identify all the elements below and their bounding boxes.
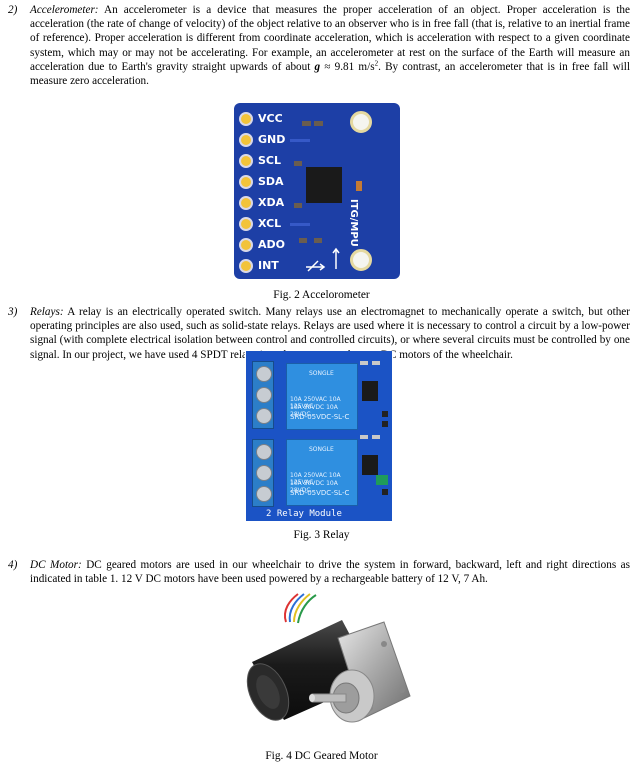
smd-component — [314, 121, 323, 126]
screw-icon — [256, 486, 272, 502]
section-title: DC Motor: — [30, 559, 82, 571]
pin-label-gnd: GND — [258, 133, 286, 146]
section-body-end: . By contrast, an accelerometer that is … — [30, 60, 631, 88]
screw-terminal — [252, 439, 274, 507]
pin-pad — [239, 259, 253, 273]
figure-4-caption: Fig. 4 DC Geared Motor — [265, 750, 378, 762]
header-pin — [382, 489, 388, 495]
relay-rating: 10A 30VDC 10A 28VDC — [290, 404, 338, 418]
pin-label-xcl: XCL — [258, 217, 282, 230]
figure-3-caption: Fig. 3 Relay — [293, 529, 350, 541]
pin-pad — [239, 112, 253, 126]
relay-rating: 10A 30VDC 10A 28VDC — [290, 480, 338, 494]
relay-component: SONGLE 10A 250VAC 10A 125VAC 10A 30VDC 1… — [286, 363, 358, 430]
section-text: Accelerometer: An accelerometer is a dev… — [30, 3, 630, 88]
pin-pad — [239, 133, 253, 147]
pin-label-xda: XDA — [258, 196, 285, 209]
section-number: 4) — [8, 559, 18, 571]
smd-component — [360, 435, 368, 439]
section-number: 3) — [8, 306, 18, 318]
smd-component — [294, 161, 302, 166]
gravity-symbol: g — [314, 60, 321, 73]
relay-component: SONGLE 10A 250VAC 10A 125VAC 10A 30VDC 1… — [286, 439, 358, 506]
board-marking: ITG/MPU — [348, 199, 359, 247]
sensor-chip — [306, 167, 342, 203]
mount-hole — [350, 249, 372, 271]
axis-arrows-icon — [306, 247, 340, 272]
section-body: An accelerometer is a device that measur… — [30, 4, 630, 73]
screw-icon — [256, 444, 272, 460]
relay-brand: SONGLE — [309, 370, 334, 377]
smd-component — [372, 361, 380, 365]
pin-pad — [239, 217, 253, 231]
screw-icon — [256, 387, 272, 403]
smd-component — [314, 238, 322, 243]
relay-rating: 10A 250VAC 10A 125VAC — [290, 472, 341, 486]
smd-component — [360, 361, 368, 365]
accelerometer-pcb: VCC GND SCL SDA XDA XCL ADO INT ITG/MPU — [234, 103, 400, 279]
header-pin — [382, 421, 388, 427]
smd-component — [302, 121, 311, 126]
optocoupler-chip — [362, 455, 378, 475]
dc-geared-motor-icon — [246, 593, 411, 723]
dc-motor-image — [234, 592, 412, 744]
pin-label-scl: SCL — [258, 154, 282, 167]
section-title: Accelerometer: — [30, 4, 99, 16]
pin-pad — [239, 238, 253, 252]
pin-label-int: INT — [258, 259, 279, 272]
relay-pcb: SONGLE 10A 250VAC 10A 125VAC 10A 30VDC 1… — [246, 351, 392, 521]
section-body: DC geared motors are used in our wheelch… — [30, 559, 630, 586]
gravity-exponent: 2 — [374, 59, 379, 68]
pin-pad — [239, 175, 253, 189]
optocoupler-chip — [362, 381, 378, 401]
smd-component — [294, 203, 302, 208]
relay-rating: 10A 250VAC 10A 125VAC — [290, 396, 341, 410]
figure-2-caption: Fig. 2 Accelorometer — [273, 289, 370, 301]
accelerometer-image: VCC GND SCL SDA XDA XCL ADO INT ITG/MPU — [232, 101, 402, 281]
pin-label-ado: ADO — [258, 238, 285, 251]
gravity-value: ≈ 9.81 m/s — [320, 60, 375, 73]
smd-component — [356, 181, 362, 191]
section-number: 2) — [8, 4, 18, 16]
relay-brand: SONGLE — [309, 446, 334, 453]
section-text: DC Motor: DC geared motors are used in o… — [30, 558, 630, 586]
jumper — [376, 475, 388, 485]
mount-hole — [350, 111, 372, 133]
pin-label-vcc: VCC — [258, 112, 283, 125]
relay-model: SRD-05VDC-SL-C — [290, 413, 350, 421]
pin-pad — [239, 196, 253, 210]
smd-component — [372, 435, 380, 439]
smd-component — [299, 238, 307, 243]
pin-label-sda: SDA — [258, 175, 284, 188]
relay-model: SRD-05VDC-SL-C — [290, 489, 350, 497]
relay-board-label: 2 Relay Module — [266, 509, 342, 519]
pin-pad — [239, 154, 253, 168]
section-dc-motor: 4) DC Motor: DC geared motors are used i… — [8, 558, 630, 586]
section-accelerometer: 2) Accelerometer: An accelerometer is a … — [8, 3, 630, 88]
header-pin — [382, 411, 388, 417]
screw-icon — [256, 408, 272, 424]
screw-terminal — [252, 361, 274, 429]
screw-icon — [256, 366, 272, 382]
section-title: Relays: — [30, 306, 64, 318]
pcb-trace — [290, 223, 310, 226]
relay-module-image: SONGLE 10A 250VAC 10A 125VAC 10A 30VDC 1… — [245, 351, 393, 524]
screw-icon — [256, 465, 272, 481]
pcb-trace — [290, 139, 310, 142]
